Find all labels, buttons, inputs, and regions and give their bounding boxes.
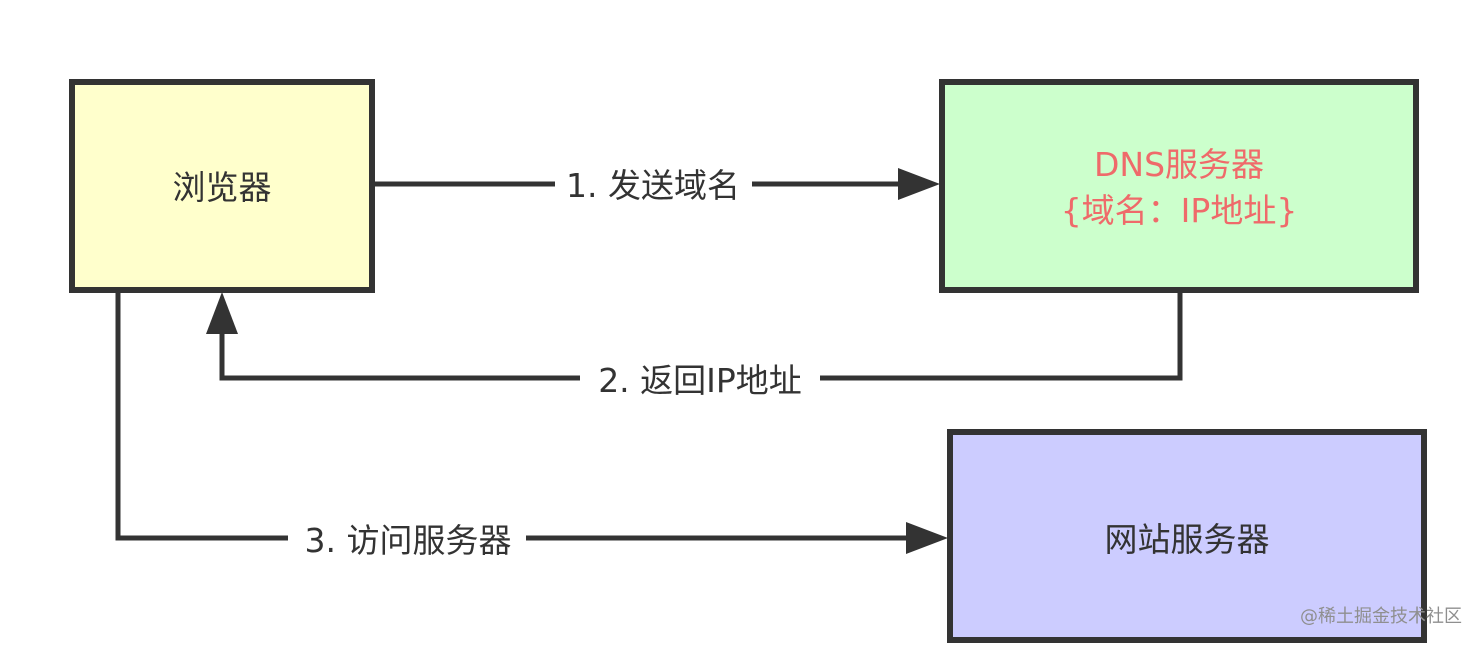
node-browser-label: 浏览器 bbox=[173, 168, 272, 207]
node-dns-server-mapping: {域名：IP地址} bbox=[1061, 191, 1298, 230]
node-web-server-box bbox=[947, 429, 1427, 643]
watermark: @稀土掘金技术社区 bbox=[1300, 606, 1462, 627]
arrowhead-icon bbox=[906, 522, 948, 554]
node-browser-box bbox=[69, 79, 375, 293]
edge-line bbox=[820, 290, 1183, 381]
edge-line bbox=[115, 290, 288, 541]
edge-label-send-domain: 1. 发送域名 bbox=[566, 166, 740, 205]
node-web-server: 网站服务器 bbox=[947, 429, 1427, 643]
edge-return-ip: 2. 返回IP地址 bbox=[206, 290, 1183, 400]
node-dns-server-title: DNS服务器 bbox=[1094, 145, 1264, 184]
edge-label-visit-server: 3. 访问服务器 bbox=[305, 521, 512, 560]
node-web-server-label: 网站服务器 bbox=[1105, 520, 1270, 559]
arrowhead-icon bbox=[898, 168, 940, 200]
edge-visit-server: 3. 访问服务器 bbox=[115, 290, 948, 560]
node-dns-server: DNS服务器 {域名：IP地址} bbox=[939, 79, 1419, 293]
edge-send-domain: 1. 发送域名 bbox=[372, 166, 940, 205]
arrowhead-icon bbox=[206, 292, 238, 334]
node-browser: 浏览器 bbox=[69, 79, 375, 293]
edge-line bbox=[219, 330, 580, 381]
node-dns-server-box bbox=[939, 79, 1419, 293]
edge-label-return-ip: 2. 返回IP地址 bbox=[598, 361, 802, 400]
